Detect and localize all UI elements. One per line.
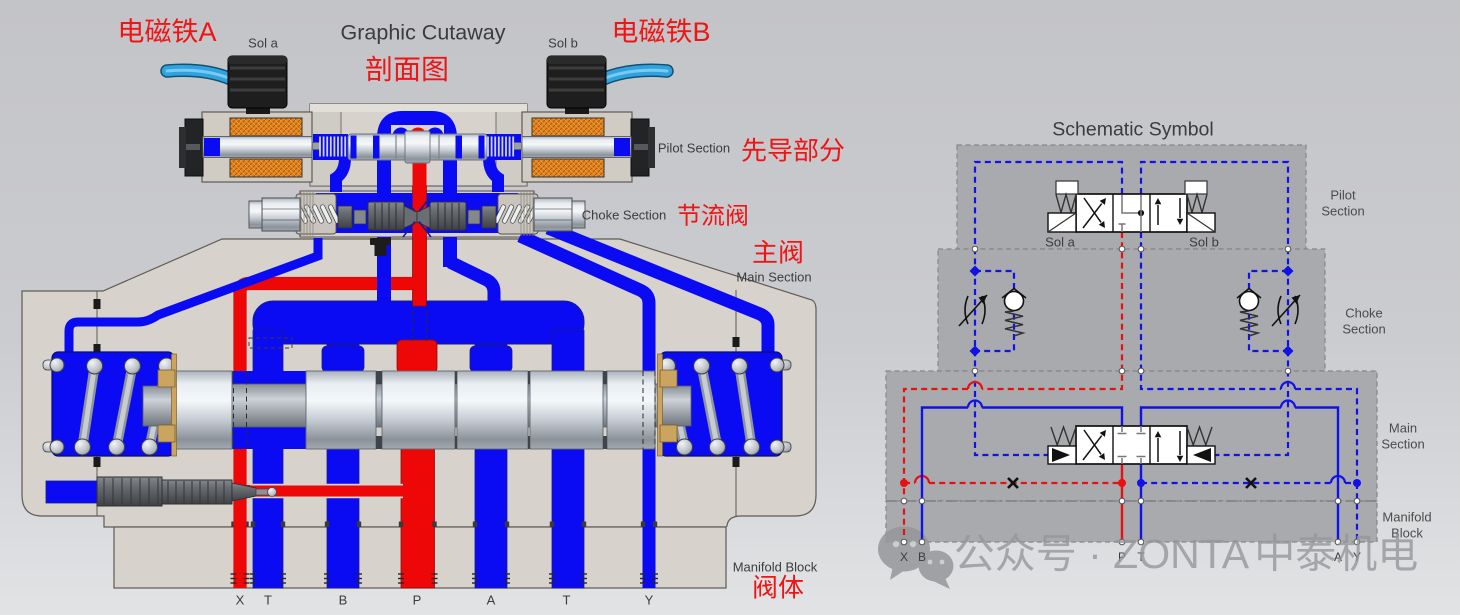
spool-land: [381, 370, 456, 450]
cutaway-port-1: T: [264, 592, 272, 608]
cutaway-port-5: T: [562, 592, 571, 608]
cutaway-port-0: X: [235, 592, 245, 608]
watermark: [878, 526, 954, 589]
channel-t1: [252, 329, 284, 589]
label-sol-b-cutaway: Sol b: [548, 35, 578, 51]
label-choke-section-cn: [677, 203, 749, 231]
label-sol-a-schematic: Sol a: [1045, 234, 1075, 250]
schematic-choke-block: [937, 248, 1326, 372]
tank-gallery-pipe: [252, 300, 585, 345]
cutaway-port-6: Y: [644, 592, 654, 608]
schematic-pilot-line2: Section: [1321, 203, 1365, 219]
svg-text:B: B: [692, 17, 710, 47]
main-valve-symbol: [1075, 425, 1188, 465]
wechat-icon: [878, 526, 954, 589]
schematic-choke-line2: Section: [1342, 321, 1386, 337]
cutaway-port-3: P: [412, 592, 422, 608]
schematic-port-x: X: [899, 550, 909, 564]
schematic-title: Schematic Symbol: [1052, 118, 1214, 141]
spool-land: [456, 370, 529, 450]
label-main-section-en: Main Section: [736, 269, 812, 285]
label-pilot-section-en: Pilot Section: [657, 140, 731, 156]
label-manifold-block-en: Manifold Block: [732, 559, 818, 575]
spool-land: [173, 370, 233, 450]
spool-land: [529, 370, 604, 450]
cutaway-port-2: B: [338, 592, 348, 608]
schematic-main-line1: Main: [1388, 420, 1418, 436]
label-main-section-cn: [752, 239, 804, 270]
spool-land: [606, 370, 656, 450]
right-drain-pipe: [545, 221, 775, 362]
schematic-main-line2: Section: [1381, 436, 1425, 452]
schematic-choke-line1: Choke: [1345, 305, 1383, 321]
hex-fitting: [261, 197, 301, 232]
label-sol-b-schematic: Sol b: [1189, 234, 1219, 250]
schematic-port-t: T: [1137, 550, 1145, 564]
label-choke-section-en: Choke Section: [581, 207, 667, 223]
svg-text:A: A: [198, 17, 216, 47]
schematic-manifold-line1: Manifold: [1382, 509, 1432, 525]
svg-text:· ZONTA: · ZONTA: [1077, 532, 1250, 577]
schematic-port-p: P: [1117, 550, 1127, 564]
schematic-port-b: B: [917, 550, 927, 564]
channel-t2: [551, 329, 585, 589]
spool-land: [305, 370, 377, 450]
graphic-cutaway-drawing: [21, 55, 817, 589]
watermark-text: · ZONTA: [954, 532, 1419, 580]
label-sol-a-cutaway: Sol a: [248, 35, 278, 51]
label-manifold-block-cn: [752, 574, 804, 605]
label-solenoid-b-cn: B: [611, 17, 710, 49]
left-drain-pipe: [64, 238, 323, 362]
throttle-cartridge: [96, 476, 163, 507]
pilot-arch-pipe: [377, 111, 457, 172]
label-pilot-section-cn: [741, 137, 845, 168]
cutaway-port-4: A: [486, 592, 496, 608]
schematic-symbol-drawing: [878, 144, 1378, 589]
channel-y: [517, 230, 656, 588]
cutaway-title: Graphic Cutaway: [340, 20, 506, 45]
cutaway-title-cn: [365, 55, 449, 88]
label-solenoid-a-cn: A: [117, 17, 216, 49]
schematic-port-a: A: [1333, 550, 1343, 564]
hex-fitting: [533, 197, 573, 232]
schematic-pilot-line1: Pilot: [1330, 187, 1356, 203]
